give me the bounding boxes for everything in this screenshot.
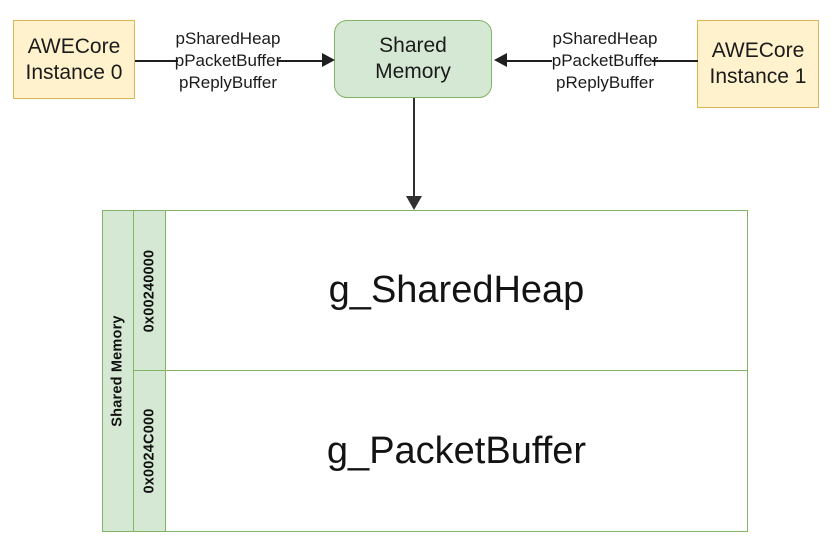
- edge-left-arrowhead-icon: [322, 53, 335, 67]
- memory-map-region-0: g_SharedHeap: [328, 269, 585, 311]
- memory-map-address-column: 0x00240000 0x0024C000: [134, 211, 166, 531]
- edge-down-line: [413, 98, 415, 196]
- memory-map-region-cell-1: g_PacketBuffer: [166, 371, 747, 531]
- memory-map-address-0: 0x00240000: [141, 249, 158, 332]
- edge-right-line-start: [652, 60, 698, 62]
- node-awecore-instance-0-line2: Instance 0: [25, 60, 123, 84]
- edge-left-label-1: pPacketBuffer: [174, 51, 282, 71]
- edge-right-label-1: pPacketBuffer: [551, 51, 659, 71]
- edge-right-arrowhead-icon: [494, 53, 507, 67]
- edge-left-labels: pSharedHeap pPacketBuffer pReplyBuffer: [168, 28, 288, 94]
- edge-left-line-end: [278, 60, 323, 62]
- node-shared-memory[interactable]: Shared Memory: [334, 20, 492, 98]
- edge-left-label-0: pSharedHeap: [175, 29, 281, 48]
- edge-right-label-0: pSharedHeap: [552, 29, 658, 48]
- node-awecore-instance-0-text: AWECore Instance 0: [26, 34, 123, 85]
- memory-map-title: Shared Memory: [110, 315, 127, 427]
- memory-map-address-1: 0x0024C000: [141, 408, 158, 494]
- node-shared-memory-line1: Shared: [379, 34, 447, 58]
- edge-right-labels: pSharedHeap pPacketBuffer pReplyBuffer: [545, 28, 665, 94]
- memory-map-title-column: Shared Memory: [103, 211, 134, 531]
- node-awecore-instance-1-line1: AWECore: [711, 39, 805, 63]
- edge-left-line-start: [135, 60, 178, 62]
- edge-right-line-end: [507, 60, 552, 62]
- memory-map-region-1: g_PacketBuffer: [326, 429, 587, 472]
- node-awecore-instance-1[interactable]: AWECore Instance 1: [697, 20, 819, 108]
- edge-left-label-2: pReplyBuffer: [179, 73, 277, 93]
- node-shared-memory-text: Shared Memory: [375, 33, 451, 84]
- memory-map-table: Shared Memory 0x00240000 0x0024C000 g_Sh…: [102, 210, 748, 532]
- node-awecore-instance-1-line2: Instance 1: [709, 65, 807, 88]
- edge-down-arrowhead-icon: [406, 196, 422, 210]
- memory-map-region-cell-0: g_SharedHeap: [166, 211, 747, 371]
- edge-right-label-2: pReplyBuffer: [556, 73, 654, 93]
- node-awecore-instance-1-text: AWECore Instance 1: [710, 38, 807, 89]
- memory-map-address-cell-0: 0x00240000: [134, 211, 165, 371]
- node-shared-memory-line2: Memory: [375, 60, 451, 83]
- node-awecore-instance-0[interactable]: AWECore Instance 0: [13, 20, 135, 99]
- memory-map-address-cell-1: 0x0024C000: [134, 371, 165, 531]
- node-awecore-instance-0-line1: AWECore: [27, 34, 121, 58]
- memory-map-region-column: g_SharedHeap g_PacketBuffer: [166, 211, 747, 531]
